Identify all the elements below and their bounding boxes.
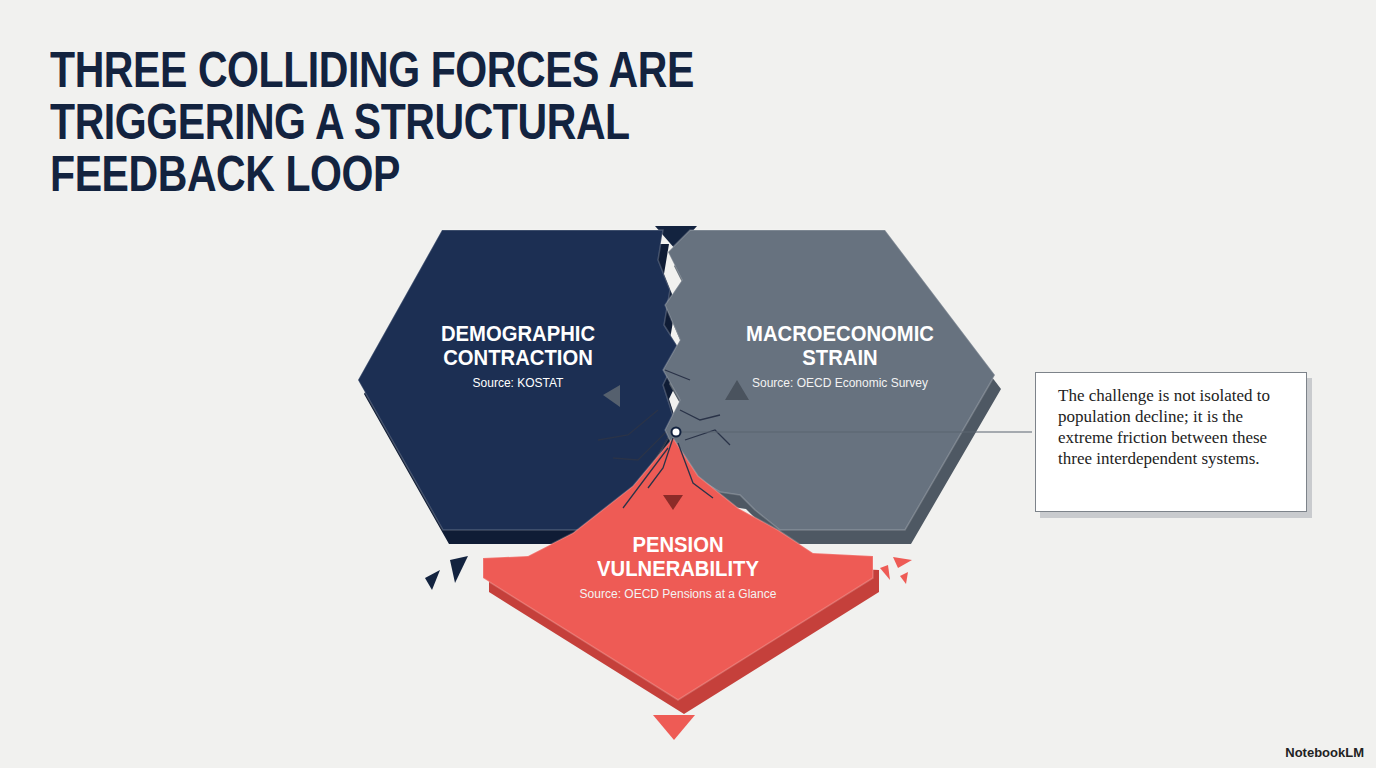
- shape-face: [358, 230, 680, 530]
- crack: [648, 438, 673, 488]
- shard: [425, 570, 440, 590]
- node-heading: MACROECONOMIC STRAIN: [739, 322, 941, 370]
- node-heading: DEMOGRAPHIC CONTRACTION: [426, 322, 610, 370]
- focus-dot: [672, 428, 681, 437]
- crack: [678, 443, 713, 498]
- title: THREE COLLIDING FORCES ARE TRIGGERING A …: [50, 44, 755, 200]
- node-heading: PENSION VULNERABILITY: [586, 533, 770, 581]
- chevron-node: PENSION VULNERABILITY Source: OECD Pensio…: [483, 438, 878, 708]
- source-note: Source: OECD Pensions at a Glance: [578, 587, 778, 601]
- source-note: Source: OECD Economic Survey: [730, 376, 950, 390]
- watermark: NotebookLM: [1285, 745, 1364, 760]
- crack: [680, 410, 720, 420]
- crack: [623, 448, 668, 508]
- inner-triangle: [663, 495, 683, 510]
- shape-face: [663, 230, 995, 530]
- shard: [900, 572, 908, 584]
- callout-box: The challenge is not isolated to populat…: [1035, 372, 1307, 512]
- shard: [450, 556, 468, 583]
- inner-triangle: [603, 385, 620, 407]
- node-text: DEMOGRAPHIC CONTRACTION Source: KOSTAT: [418, 322, 618, 390]
- node-text: PENSION VULNERABILITY Source: OECD Pensio…: [578, 533, 778, 601]
- inner-triangle: [725, 380, 749, 400]
- node-text: MACROECONOMIC STRAIN Source: OECD Economi…: [730, 322, 950, 390]
- crack: [598, 410, 658, 440]
- leader-line: [676, 431, 1032, 432]
- source-note: Source: KOSTAT: [418, 376, 618, 390]
- callout-text: The challenge is not isolated to populat…: [1058, 385, 1292, 469]
- shard: [893, 557, 912, 568]
- crack: [665, 370, 690, 380]
- shard: [880, 565, 890, 580]
- shape-face: [483, 438, 873, 700]
- marker-triangle: [653, 715, 695, 740]
